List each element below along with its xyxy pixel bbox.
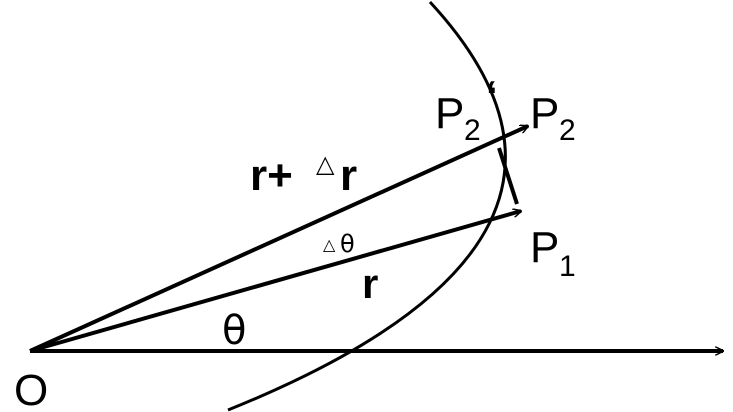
delta-theta-label: θ [340, 230, 355, 258]
p2-label: P [530, 89, 559, 138]
vector-r [29, 211, 521, 353]
r-label: r [362, 260, 378, 307]
p2-prime-label: P [435, 89, 464, 138]
p1-sub: 1 [559, 250, 576, 283]
delta-r-segment [497, 147, 519, 205]
r-plus-delta-r-delta: △ [316, 150, 335, 178]
p2-prime-mark: ‘ [486, 72, 498, 119]
p1-label: P [530, 223, 559, 272]
theta-label: θ [222, 308, 246, 354]
r-plus-delta-r-plus: + [267, 151, 293, 200]
r-plus-delta-r-r2: r [340, 151, 357, 200]
r-plus-delta-r-label: r+ [250, 151, 293, 200]
p2-prime-base: P [435, 89, 464, 138]
p2-prime-sub: 2 [464, 114, 481, 147]
delta-symbol-small: △ [323, 235, 336, 254]
p2-sub: 2 [559, 114, 576, 147]
trajectory-curve [227, 0, 507, 412]
vector-r-plus-delta-r [29, 124, 528, 353]
r-plus-delta-r-r: r [250, 151, 267, 200]
origin-label: O [14, 366, 48, 412]
